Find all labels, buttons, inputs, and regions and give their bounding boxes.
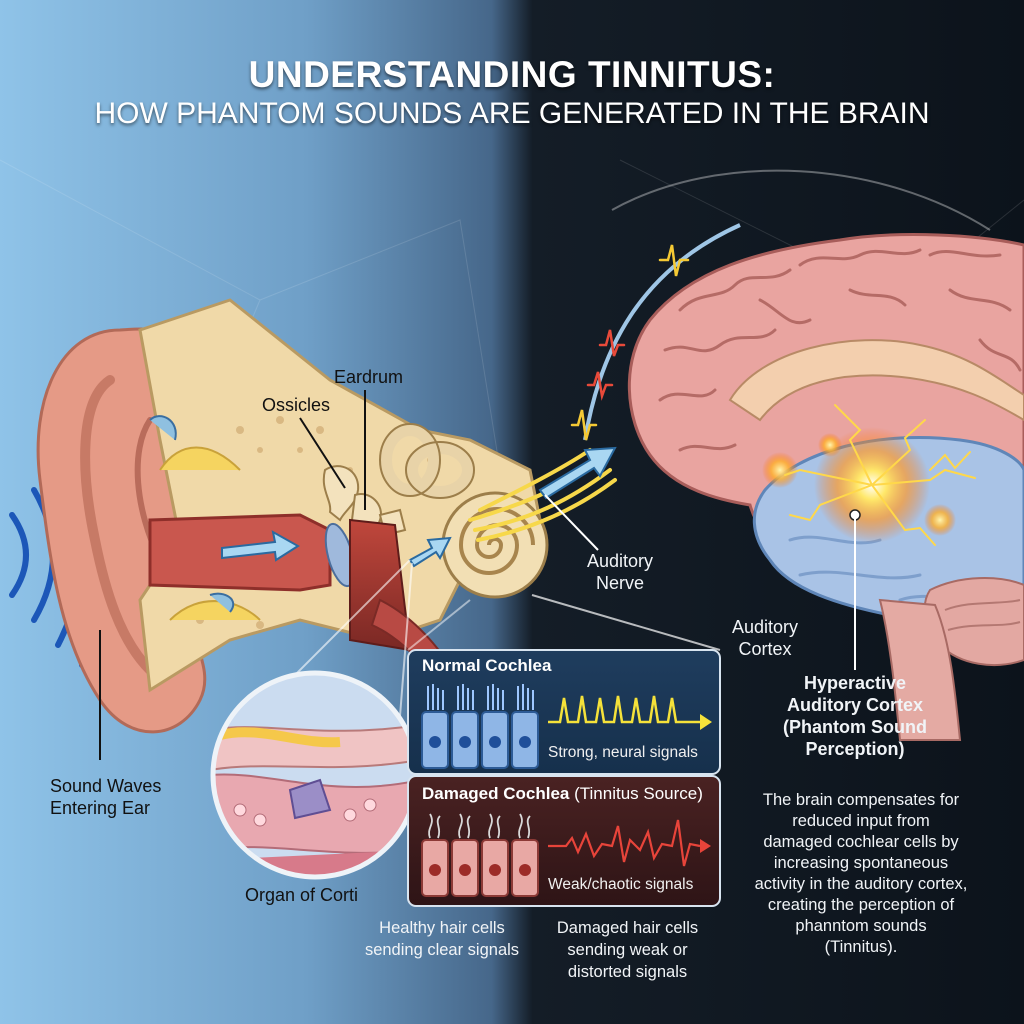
hyperactive-hotspot	[762, 404, 976, 546]
cochlea-comparison-panel	[407, 594, 721, 907]
explanation-text: The brain compensates for reduced input …	[754, 791, 968, 956]
neural-spikes	[570, 244, 690, 441]
strong-signal-trace	[548, 695, 700, 724]
label-hyperactive-cortex: Hyperactive Auditory Cortex (Phantom Sou…	[783, 673, 927, 759]
leader-lines	[99, 390, 366, 760]
semicircular-canals	[380, 424, 474, 498]
damaged-hair-cells	[421, 813, 539, 897]
panel-damaged-title: Damaged Cochlea (Tinnitus Source)	[422, 784, 703, 804]
caption-damaged-cells: Damaged hair cells sending weak or disto…	[556, 919, 699, 981]
subtitle: HOW PHANTOM SOUNDS ARE GENERATED IN THE …	[94, 97, 930, 130]
cochlea-spiral	[441, 491, 549, 599]
panel-damaged-title-bold: Damaged Cochlea	[422, 784, 570, 803]
panel-normal-title: Normal Cochlea	[422, 656, 552, 675]
label-eardrum: Eardrum	[334, 367, 404, 387]
panel-normal-signal-text: Strong, neural signals	[548, 744, 698, 761]
label-auditory-nerve: Auditory Nerve	[586, 551, 654, 593]
organ-of-corti-magnifier	[210, 559, 420, 880]
signal-arc	[583, 223, 741, 441]
healthy-hair-cells	[421, 684, 539, 769]
label-organ-of-corti: Organ of Corti	[245, 885, 359, 905]
panel-damaged-signal-text: Weak/chaotic signals	[548, 876, 694, 893]
label-ossicles: Ossicles	[262, 395, 331, 415]
caption-healthy-cells: Healthy hair cells sending clear signals	[364, 919, 520, 959]
main-title: UNDERSTANDING TINNITUS:	[248, 54, 776, 95]
label-auditory-cortex: Auditory Cortex	[731, 617, 799, 659]
chaotic-signal-trace	[548, 819, 701, 867]
flow-arrows	[221, 446, 617, 568]
label-sound-waves: Sound Waves Entering Ear	[50, 776, 162, 818]
panel-damaged-title-rest: (Tinnitus Source)	[569, 784, 703, 803]
